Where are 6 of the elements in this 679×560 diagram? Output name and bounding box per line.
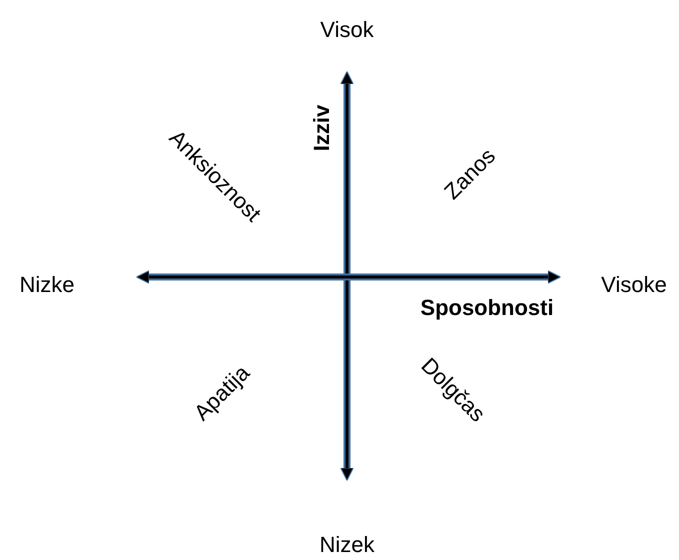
axis-end-label: Visoke bbox=[601, 274, 667, 296]
axis-end-label: Nizke bbox=[20, 274, 74, 296]
axis-title: Izziv bbox=[311, 104, 333, 152]
axis-end-label: Visok bbox=[320, 19, 374, 41]
axis-title: Sposobnosti bbox=[420, 297, 554, 319]
axis-end-label: Nizek bbox=[320, 534, 374, 556]
